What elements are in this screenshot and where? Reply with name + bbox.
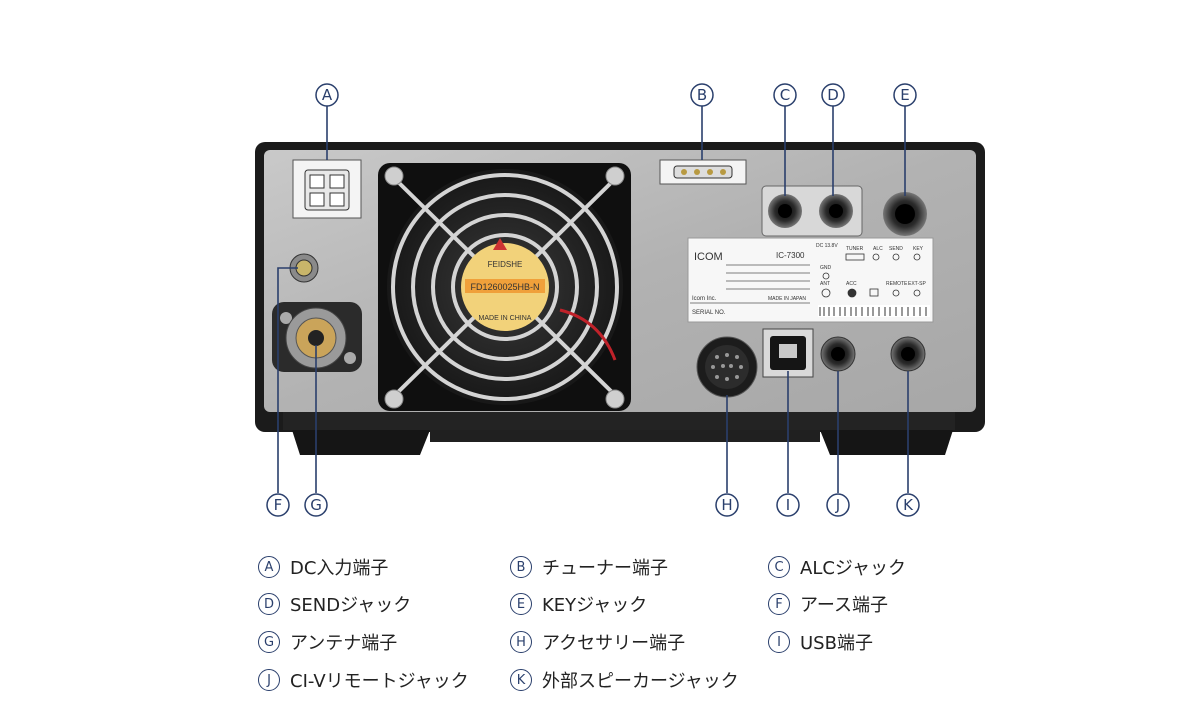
callout-e: E — [893, 83, 917, 107]
antenna-connector — [272, 302, 362, 372]
legend-item-g: G アンテナ端子 — [258, 629, 397, 655]
label-alc: ALC — [873, 246, 883, 252]
fan-label-line2: FD1260025HB-N — [470, 282, 539, 292]
serial-label: SERIAL NO. — [692, 310, 726, 316]
callout-b: B — [690, 83, 714, 107]
legend-badge-g: G — [258, 631, 280, 653]
callout-k: K — [896, 493, 920, 517]
callout-i: I — [776, 493, 800, 517]
legend-item-e: E KEYジャック — [510, 591, 647, 617]
made-in-text: MADE IN JAPAN — [768, 296, 806, 302]
svg-text:I: I — [786, 496, 790, 514]
legend-item-a: A DC入力端子 — [258, 554, 388, 580]
callout-h: H — [715, 493, 739, 517]
legend-label-a: DC入力端子 — [290, 558, 389, 579]
model-text: IC-7300 — [776, 251, 805, 260]
alc-send-jacks — [761, 185, 863, 237]
callout-d: D — [821, 83, 845, 107]
svg-text:A: A — [322, 86, 333, 104]
svg-text:K: K — [903, 496, 914, 514]
dc-input-connector — [292, 159, 362, 219]
fan-label-line1: FEIDSHE — [488, 260, 523, 269]
label-remote: REMOTE — [886, 281, 908, 287]
legend-label-g: アンテナ端子 — [290, 633, 398, 654]
legend-badge-e: E — [510, 593, 532, 615]
left-foot — [292, 430, 430, 455]
svg-text:C: C — [780, 86, 790, 104]
svg-text:J: J — [835, 496, 840, 514]
fan-label-line3: MADE IN CHINA — [479, 315, 532, 322]
legend-item-i: I USB端子 — [768, 629, 873, 655]
remote-jack — [820, 336, 856, 372]
usb-port — [762, 328, 814, 378]
ext-speaker-jack — [890, 336, 926, 372]
legend-item-k: K 外部スピーカージャック — [510, 667, 739, 693]
svg-text:F: F — [274, 496, 283, 514]
tuner-connector — [659, 159, 747, 185]
legend-label-d: SENDジャック — [290, 595, 412, 616]
legend-item-c: C ALCジャック — [768, 554, 906, 580]
legend-label-i: USB端子 — [800, 633, 873, 654]
legend-badge-h: H — [510, 631, 532, 653]
legend-label-b: チューナー端子 — [542, 558, 668, 579]
callout-f: F — [266, 493, 290, 517]
legend-label-f: アース端子 — [800, 595, 889, 616]
legend-badge-a: A — [258, 556, 280, 578]
right-foot — [820, 430, 953, 455]
legend-item-h: H アクセサリー端子 — [510, 629, 685, 655]
legend-label-h: アクセサリー端子 — [542, 633, 686, 654]
cooling-fan: FEIDSHE FD1260025HB-N MADE IN CHINA — [378, 163, 631, 411]
callout-c: C — [773, 83, 797, 107]
label-gnd: GND — [820, 265, 832, 271]
callout-leader-lines — [277, 106, 909, 493]
legend-badge-k: K — [510, 669, 532, 691]
key-jack — [883, 192, 927, 236]
svg-text:E: E — [900, 86, 909, 104]
legend-label-e: KEYジャック — [542, 595, 648, 616]
legend-badge-j: J — [258, 669, 280, 691]
svg-text:D: D — [827, 86, 839, 104]
accessory-socket — [696, 336, 758, 398]
svg-text:B: B — [697, 86, 707, 104]
svg-text:G: G — [310, 496, 322, 514]
callout-j: J — [826, 493, 850, 517]
callout-g: G — [304, 493, 328, 517]
label-acc: ACC — [846, 281, 857, 287]
legend-item-f: F アース端子 — [768, 591, 888, 617]
legend-label-j: CI-Vリモートジャック — [290, 671, 469, 692]
label-ext-sp: EXT-SP — [908, 281, 926, 287]
legend-label-c: ALCジャック — [800, 558, 907, 579]
legend-item-b: B チューナー端子 — [510, 554, 668, 580]
label-key: KEY — [913, 246, 924, 252]
maker-text: Icom Inc. — [692, 296, 717, 302]
legend-item-d: D SENDジャック — [258, 591, 411, 617]
legend-item-j: J CI-Vリモートジャック — [258, 667, 469, 693]
label-tuner: TUNER — [846, 246, 864, 252]
label-dc: DC 13.8V — [816, 243, 838, 249]
brand-text: ICOM — [694, 251, 723, 263]
label-ant: ANT — [820, 281, 830, 287]
legend-badge-f: F — [768, 593, 790, 615]
rating-label: ICOM IC-7300 Icom Inc. MADE IN JAPAN SER… — [687, 237, 934, 323]
label-send: SEND — [889, 246, 903, 252]
callout-a: A — [315, 83, 339, 107]
legend-badge-c: C — [768, 556, 790, 578]
legend-badge-i: I — [768, 631, 790, 653]
svg-text:H: H — [721, 496, 732, 514]
legend-badge-d: D — [258, 593, 280, 615]
legend-label-k: 外部スピーカージャック — [542, 671, 739, 692]
legend-badge-b: B — [510, 556, 532, 578]
